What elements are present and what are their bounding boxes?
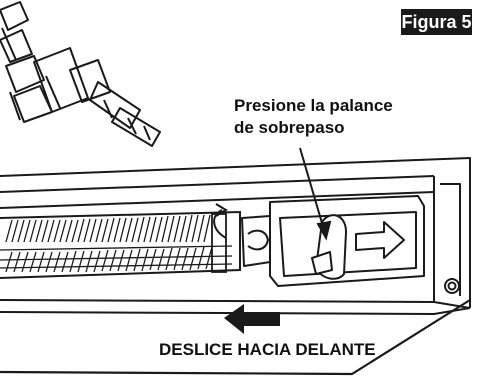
rotation-arrow [213, 203, 228, 239]
slide-forward-arrow [224, 304, 280, 334]
caption-text: DESLICE HACIA DELANTE [159, 340, 376, 359]
callout-line-1: Presione la palance [234, 96, 393, 115]
pusher-block [241, 195, 425, 287]
direction-arrow [355, 221, 405, 259]
callout-pointer [299, 147, 332, 241]
nail-strip [0, 210, 241, 279]
magazine-body [0, 157, 471, 376]
callout-line-2: de sobrepaso [234, 118, 345, 137]
figure-badge: Figura 5 [401, 9, 472, 35]
air-fitting-drawing [0, 1, 161, 147]
override-lever [311, 214, 347, 280]
callout-text: Presione la palance de sobrepaso [234, 95, 454, 139]
